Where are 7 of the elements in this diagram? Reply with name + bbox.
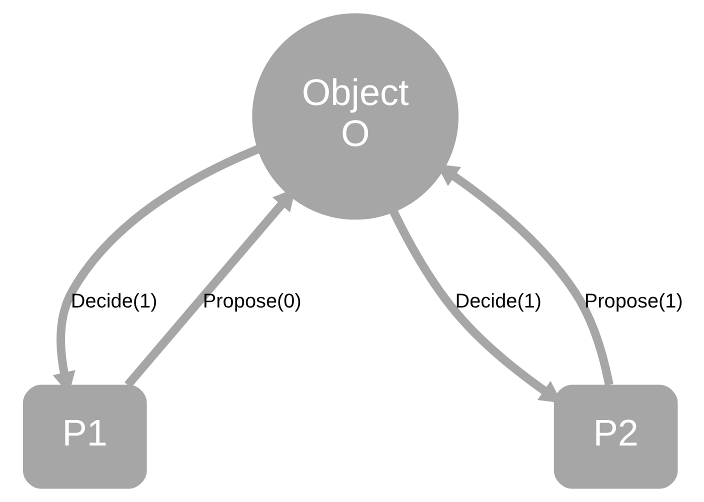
edge-label: Decide(1) — [70, 290, 157, 313]
edge-label: Decide(1) — [454, 290, 542, 313]
node-box: P1 — [22, 384, 146, 489]
node-circle: Object O — [252, 13, 458, 220]
edge-label: Propose(1) — [584, 290, 682, 313]
node-box: P2 — [553, 384, 678, 489]
edge-label: Propose(0) — [202, 290, 301, 313]
